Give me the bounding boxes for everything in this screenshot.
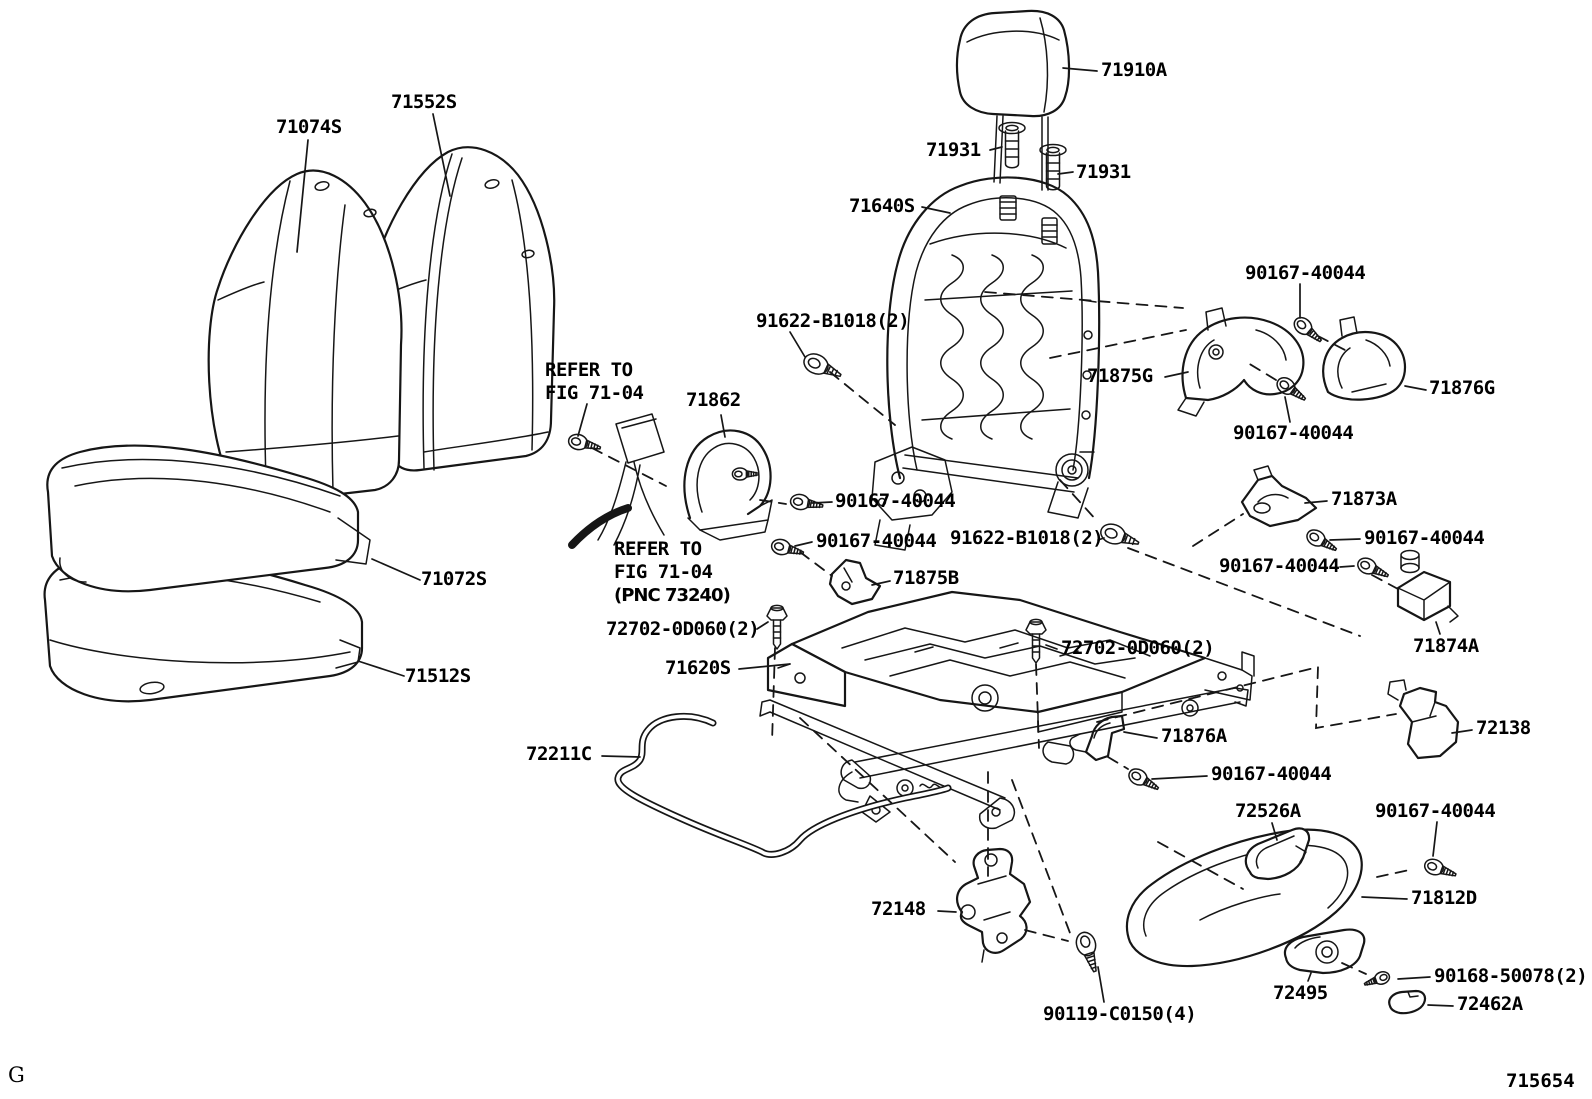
refer-note-2-line2: FIG 71-04 [614,561,713,583]
section-letter: G [8,1063,25,1087]
seatback-frame-drawing [872,177,1099,550]
buckle-screw-drawing [566,431,603,456]
part-label-71876G[interactable]: 71876G [1429,377,1495,399]
part-label-71910A[interactable]: 71910A [1101,59,1167,81]
screw-91622-2-drawing [1097,520,1143,553]
part-label-71931-left[interactable]: 71931 [926,139,981,161]
refer-note-1-line2: FIG 71-04 [545,382,644,404]
part-label-71512S[interactable]: 71512S [405,665,471,687]
part-label-90167-40044-3[interactable]: 90167-40044 [835,490,956,512]
recliner-cover-outer-drawing [1323,317,1405,400]
shield-71812D-drawing [1127,830,1362,966]
part-label-71640S[interactable]: 71640S [849,195,915,217]
screw-90167-6-drawing [1354,554,1392,584]
figure-number: 715654 [1506,1070,1575,1092]
part-label-71862[interactable]: 71862 [686,389,741,411]
refer-note-2: REFER TO FIG 71-04 (PNC 73240) [614,538,731,607]
part-label-71812D[interactable]: 71812D [1411,887,1477,909]
part-label-72462A[interactable]: 72462A [1457,993,1523,1015]
seatback-pad-drawing [367,147,554,470]
lock-wire-drawing [618,716,948,854]
part-label-90119-C0150[interactable]: 90119-C0150(4) [1043,1003,1197,1025]
part-label-90167-40044-1[interactable]: 90167-40044 [1245,262,1366,284]
screw-90167-2-drawing [1273,373,1310,407]
bracket-71873A-drawing [1242,466,1316,526]
part-label-71074S[interactable]: 71074S [276,116,342,138]
refer-note-1: REFER TO FIG 71-04 [545,359,644,405]
screw-90167-4-drawing [769,536,806,561]
part-label-72138[interactable]: 72138 [1476,717,1531,739]
part-label-71931-right[interactable]: 71931 [1076,161,1131,183]
part-label-71072S[interactable]: 71072S [421,568,487,590]
part-label-90167-40044-7[interactable]: 90167-40044 [1211,763,1332,785]
refer-note-2-line1: REFER TO [614,538,702,560]
handle-72526A-drawing [1246,828,1309,879]
refer-note-1-line1: REFER TO [545,359,633,381]
bracket-72138-drawing [1388,680,1458,758]
part-label-71875G[interactable]: 71875G [1087,365,1153,387]
seatback-cover-drawing [209,171,402,504]
cover-72495-drawing [1285,930,1364,973]
part-label-71876A[interactable]: 71876A [1161,725,1227,747]
cap-72462A-drawing [1389,991,1425,1013]
screw-90167-7-drawing [1125,765,1163,796]
cushion-cover-drawing [47,446,370,592]
part-label-72148[interactable]: 72148 [871,898,926,920]
part-label-90167-40044-4[interactable]: 90167-40044 [816,530,937,552]
part-label-72526A[interactable]: 72526A [1235,800,1301,822]
screw-90167-5-drawing [1303,526,1341,557]
part-label-72702-0D060-2[interactable]: 72702-0D060(2) [1061,637,1215,659]
refer-note-2-line3: (PNC 73240) [614,585,731,606]
belt-guide-drawing [684,431,772,540]
part-label-72495[interactable]: 72495 [1273,982,1328,1004]
screw-90119-drawing [1072,928,1105,976]
part-label-90167-40044-8[interactable]: 90167-40044 [1375,800,1496,822]
headrest-drawing [957,11,1069,190]
seat-adjuster-drawing [760,592,1254,828]
seatbelt-buckle-drawing [572,414,664,545]
screw-90168-drawing [1362,969,1392,991]
screw-90167-8-drawing [1421,855,1459,883]
part-label-90168-50078[interactable]: 90168-50078(2) [1434,965,1588,987]
part-label-71875B[interactable]: 71875B [893,567,959,589]
part-label-91622-B1018-2[interactable]: 91622-B1018(2) [950,527,1104,549]
part-label-91622-B1018-1[interactable]: 91622-B1018(2) [756,310,910,332]
part-label-90167-40044-2[interactable]: 90167-40044 [1233,422,1354,444]
assembly-dashed-lines [592,292,1414,974]
part-label-71874A[interactable]: 71874A [1413,635,1479,657]
part-label-90167-40044-5[interactable]: 90167-40044 [1364,527,1485,549]
part-label-71552S[interactable]: 71552S [391,91,457,113]
bolt-72702-left-drawing [766,604,788,650]
part-label-71873A[interactable]: 71873A [1331,488,1397,510]
part-label-72702-0D060-1[interactable]: 72702-0D060(2) [606,618,760,640]
recliner-cover-inner-drawing [1178,308,1303,416]
bracket-72148-drawing [957,849,1030,962]
part-label-71620S[interactable]: 71620S [665,657,731,679]
part-label-90167-40044-6[interactable]: 90167-40044 [1219,555,1340,577]
bracket-71874A-drawing [1398,551,1458,623]
bracket-71875B-drawing [830,560,880,604]
leader-lines [297,68,1472,1006]
part-label-72211C[interactable]: 72211C [526,743,592,765]
